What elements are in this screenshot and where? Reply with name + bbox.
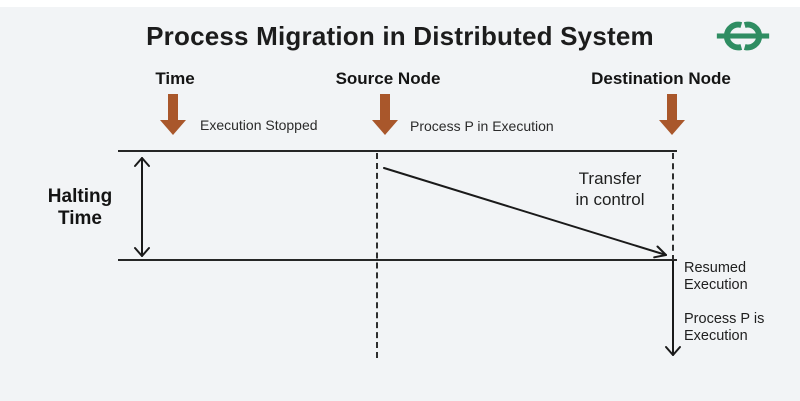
source-node-down-arrow-icon (372, 94, 398, 135)
halting-time-label: Halting Time (47, 186, 113, 229)
resumed-execution-label: Resumed Execution (684, 260, 748, 294)
transfer-arrow-icon (383, 167, 667, 259)
time-down-arrow-icon (160, 94, 186, 135)
geeksforgeeks-logo-icon (716, 21, 770, 51)
arrow-head (372, 120, 398, 135)
process-p-is-execution-label: Process P is Execution (684, 311, 765, 345)
arrow-stem (380, 94, 390, 121)
destination-node-down-arrow-icon (659, 94, 685, 135)
transfer-in-control-label: Transfer in control (575, 169, 645, 210)
arrow-stem (667, 94, 677, 121)
arrow-stem (168, 94, 178, 121)
process-p-in-execution-label: Process P in Execution (410, 118, 554, 134)
column-label-time: Time (155, 69, 195, 88)
column-label-destination-node: Destination Node (591, 69, 731, 88)
page-title: Process Migration in Distributed System (146, 21, 654, 51)
resumed-execution-arrow-icon (665, 260, 681, 356)
execution-stopped-label: Execution Stopped (200, 117, 318, 133)
arrow-head (659, 120, 685, 135)
diagram-panel (0, 7, 800, 401)
timeline-top-line (118, 150, 677, 152)
source-node-dashed-line (376, 153, 378, 358)
arrow-head (160, 120, 186, 135)
column-label-source-node: Source Node (335, 69, 441, 88)
timeline-bottom-line (118, 259, 677, 261)
destination-node-dashed-line (672, 153, 674, 261)
halting-time-double-arrow-icon (134, 157, 150, 257)
